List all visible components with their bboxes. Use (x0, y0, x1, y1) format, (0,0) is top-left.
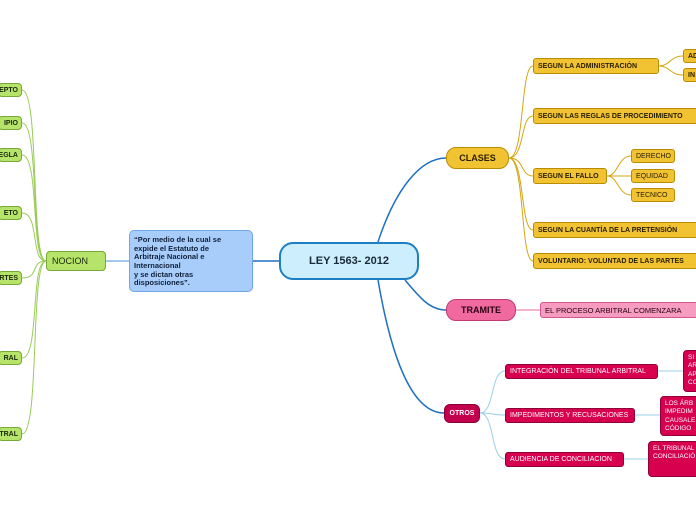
link-clases-administracion (508, 65, 534, 159)
tramite-topic[interactable]: TRAMITE (446, 299, 516, 321)
fallo-equidad[interactable]: EQUIDAD (631, 169, 675, 183)
otros-audiencia-detail[interactable]: EL TRIBUNAL CONCILIACIÓ (648, 441, 696, 477)
clase-cuantia[interactable]: SEGUN LA CUANTÍA DE LA PRETENSIÓN (533, 222, 696, 238)
clase-administracion[interactable]: SEGUN LA ADMINISTRACIÓN (533, 58, 659, 74)
otros-topic[interactable]: OTROS (444, 404, 480, 423)
otros-impedimentos-detail[interactable]: LOS ÁRB IMPEDIM CAUSALE CÓDIGO (660, 396, 696, 436)
link-clases-voluntario (508, 157, 534, 262)
nocion-item-ral[interactable]: RAL (0, 351, 22, 365)
link-admin-in (658, 65, 684, 76)
link-otros-audiencia (479, 412, 506, 460)
link-nocion-ipio (21, 122, 47, 262)
clase-reglas-procedimiento[interactable]: SEGUN LAS REGLAS DE PROCEDIMIENTO (533, 108, 696, 124)
clases-topic[interactable]: CLASES (446, 147, 509, 169)
link-clases-fallo (508, 157, 534, 177)
fallo-tecnico[interactable]: TECNICO (631, 188, 675, 202)
link-fallo-derecho (606, 155, 632, 177)
link-central-otros (377, 279, 445, 414)
nocion-item-rtes[interactable]: RTES (0, 271, 22, 285)
link-central-tramite (404, 279, 447, 311)
link-central-clases (377, 157, 447, 243)
link-nocion-ral (21, 260, 47, 359)
nocion-item-tral[interactable]: TRAL (0, 427, 22, 441)
otros-audiencia[interactable]: AUDIENCIA DE CONCILIACION (505, 452, 624, 467)
clase-voluntario[interactable]: VOLUNTARIO: VOLUNTAD DE LAS PARTES (533, 253, 696, 269)
link-admin-ad (658, 55, 684, 67)
tramite-proceso[interactable]: EL PROCESO ARBITRAL COMENZARA (540, 302, 696, 318)
link-nocion-tral (21, 260, 47, 435)
nocion-topic[interactable]: NOCION (46, 251, 106, 271)
otros-impedimentos[interactable]: IMPEDIMENTOS Y RECUSACIONES (505, 408, 635, 423)
link-fallo-tecnico (606, 175, 632, 196)
otros-integracion[interactable]: INTEGRACIÓN DEL TRIBUNAL ARBITRAL (505, 364, 658, 379)
link-clases-reglas (508, 115, 534, 159)
clase-fallo[interactable]: SEGUN EL FALLO (533, 168, 607, 184)
nocion-item-ipio[interactable]: IPIO (0, 116, 22, 130)
central-topic[interactable]: LEY 1563- 2012 (279, 242, 419, 280)
link-nocion-rtes (21, 260, 47, 279)
otros-integracion-detail[interactable]: SI AR AP CO (683, 350, 696, 392)
clase-administracion-in[interactable]: IN (683, 68, 696, 82)
nocion-item-egla[interactable]: EGLA (0, 148, 22, 162)
link-nocion-egla (21, 154, 47, 262)
clase-administracion-ad[interactable]: AD (683, 49, 696, 63)
link-nocion-eto (21, 212, 47, 262)
link-otros-impedimentos (479, 412, 506, 416)
nocion-item-epto[interactable]: EPTO (0, 83, 22, 97)
nocion-item-eto[interactable]: ETO (0, 206, 22, 220)
link-otros-integracion (479, 370, 506, 414)
law-description[interactable]: “Por medio de la cual se expide el Estat… (129, 230, 253, 292)
link-nocion-epto (21, 89, 47, 262)
fallo-derecho[interactable]: DERECHO (631, 149, 675, 163)
